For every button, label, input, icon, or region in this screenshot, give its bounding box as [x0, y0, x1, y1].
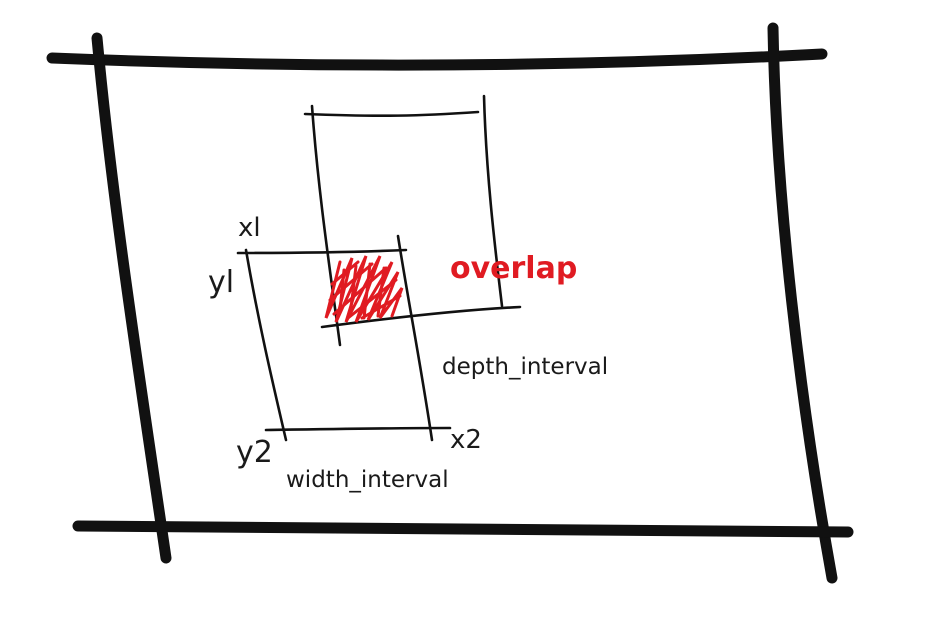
upper-rect-right [482, 94, 504, 308]
frame-right-edge [767, 22, 838, 584]
lower-rect-right [396, 234, 434, 442]
frame-left-edge [91, 32, 172, 564]
lower-rect-left [244, 248, 288, 442]
label-width-interval: width_interval [286, 467, 449, 493]
label-depth-interval: depth_interval [442, 354, 608, 380]
label-y2: y2 [236, 435, 273, 470]
lower-rect-bottom [264, 426, 452, 432]
frame-bottom-edge [72, 520, 854, 538]
label-overlap: overlap [450, 251, 577, 286]
upper-rect-top [303, 110, 480, 118]
label-y1: yl [208, 265, 234, 300]
upper-rect-left [310, 104, 342, 347]
upper-rectangle [303, 94, 522, 347]
lower-rect-top [236, 248, 408, 255]
label-x2: x2 [450, 425, 482, 455]
upper-rect-bottom [320, 305, 522, 329]
overlap-hatching [324, 255, 404, 323]
lower-rectangle [236, 234, 452, 442]
frame-top-edge [46, 48, 828, 71]
label-x1: xl [238, 213, 261, 243]
outer-frame [46, 22, 854, 584]
